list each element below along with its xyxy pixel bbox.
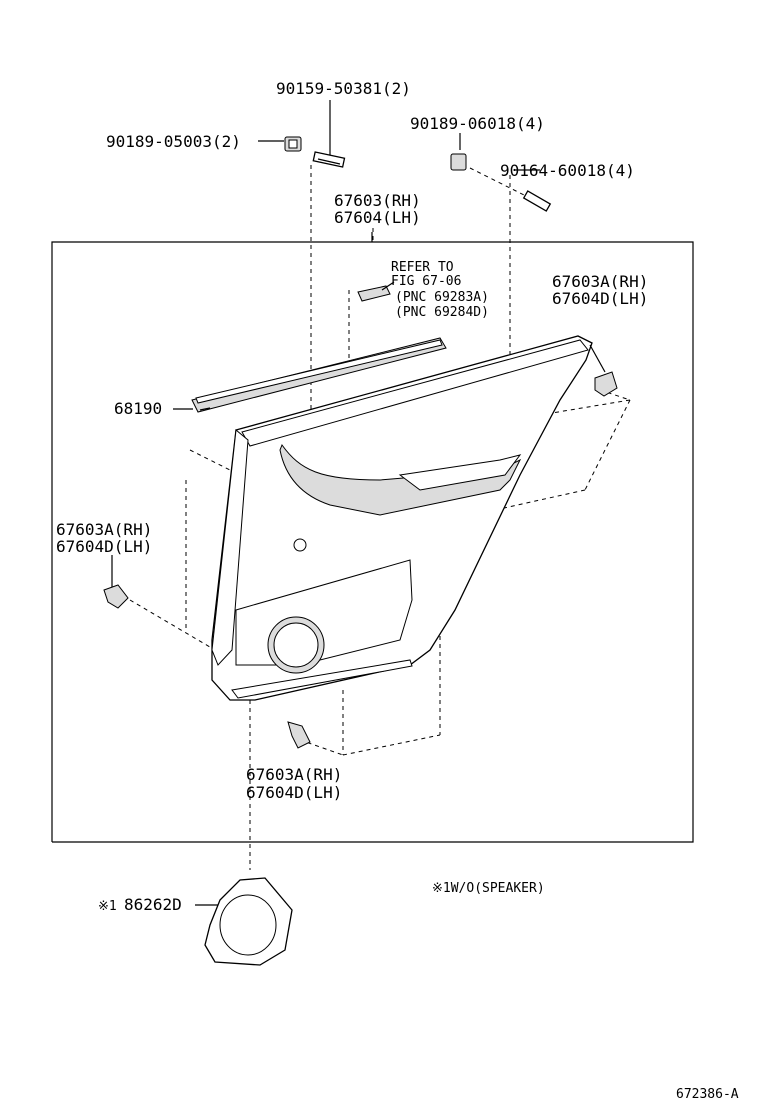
label-bolt-90159-50381: 90159-50381(2) — [276, 79, 411, 98]
label-clip-tr-rh: 67603A(RH) — [552, 272, 648, 291]
label-clip-l-lh: 67604D(LH) — [56, 537, 152, 556]
clip-refer-fig-67-06 — [357, 281, 395, 302]
label-pnc-69284D: (PNC 69284D) — [395, 305, 489, 320]
bolt-90159-50381 — [312, 100, 346, 168]
label-board-rh: 67603(RH) — [334, 191, 421, 210]
label-pnc-69283A: (PNC 69283A) — [395, 290, 489, 305]
clip-67603A-bottom — [287, 721, 311, 749]
figure-id: 672386-A — [676, 1087, 739, 1102]
screw-90164-60018 — [469, 167, 552, 212]
clip-67603A-top-right — [589, 344, 618, 397]
label-clip-l-rh: 67603A(RH) — [56, 520, 152, 539]
label-screw-90164-60018: 90164-60018(4) — [500, 161, 635, 180]
label-weatherstrip-68190: 68190 — [114, 399, 162, 418]
spacer-86262D — [195, 877, 293, 966]
label-nut-90189-05003: 90189-05003(2) — [106, 132, 241, 151]
label-fig: FIG 67-06 — [391, 274, 461, 289]
weatherstrip-68190 — [173, 337, 447, 413]
label-clip-b-lh: 67604D(LH) — [246, 783, 342, 802]
door-trim-board — [211, 335, 593, 701]
label-board-lh: 67604(LH) — [334, 208, 421, 227]
label-clip-b-rh: 67603A(RH) — [246, 765, 342, 784]
nut-90189-05003 — [258, 136, 302, 152]
label-note-mark: ※1 — [98, 899, 117, 914]
clip-67603A-left — [103, 555, 129, 609]
label-clip-tr-lh: 67604D(LH) — [552, 289, 648, 308]
label-nut-90189-06018: 90189-06018(4) — [410, 114, 545, 133]
nut-90189-06018 — [450, 133, 467, 171]
label-note-wo-speaker: ※1W/O(SPEAKER) — [432, 881, 545, 896]
label-spacer-86262D: 86262D — [124, 895, 182, 914]
assembly-frame — [51, 241, 694, 843]
label-refer-to: REFER TO — [391, 260, 454, 275]
